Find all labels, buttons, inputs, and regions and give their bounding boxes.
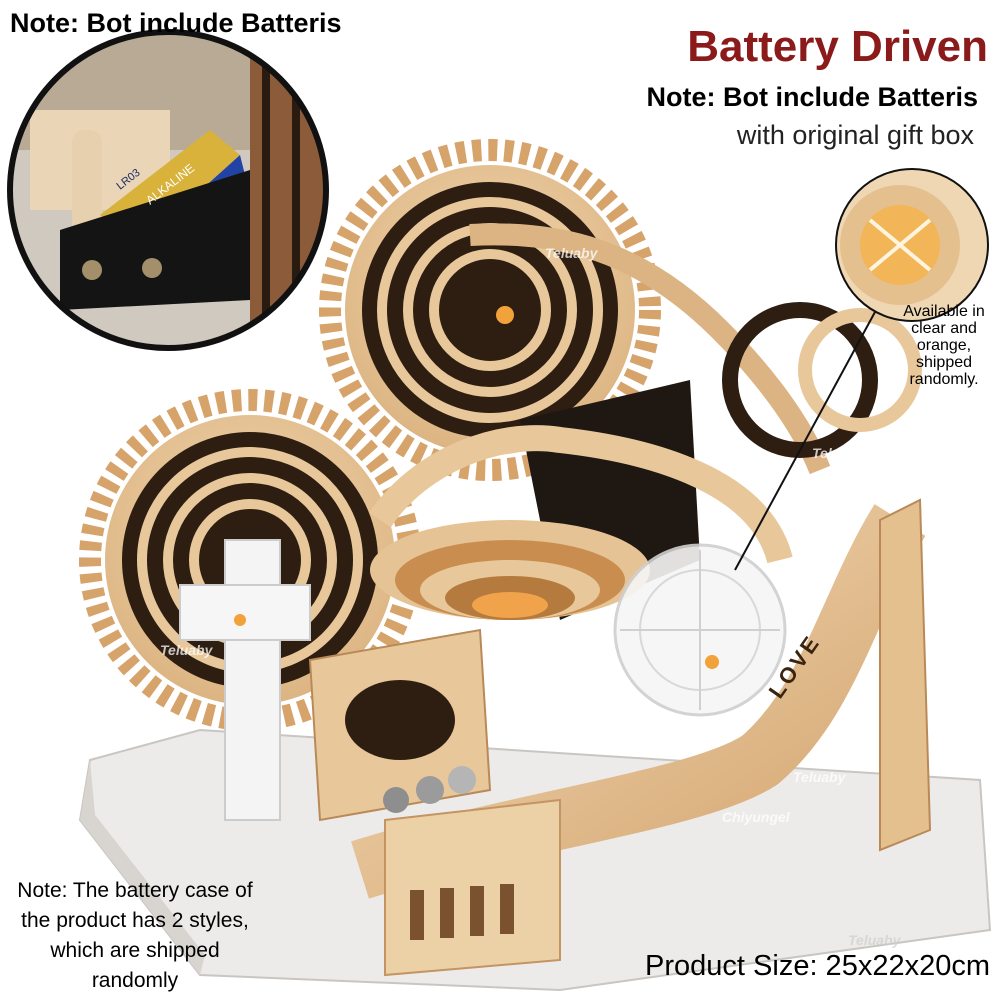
clear-waterwheel (613, 543, 787, 717)
front-block (384, 798, 561, 977)
top-note: Note: Bot include Batteris (10, 8, 342, 38)
watermark: Teluaby (848, 932, 902, 948)
spiral-funnel (370, 520, 650, 620)
gift-box-note: with original gift box (736, 120, 974, 150)
top-track (469, 223, 831, 475)
watermark: Teluaby (545, 245, 599, 261)
watermark: Teluaby (812, 445, 866, 461)
battery-case-note: Note: The battery case of the product ha… (17, 879, 253, 992)
steel-marbles (383, 766, 476, 813)
right-tower (879, 498, 932, 852)
watermark: Teluaby (793, 769, 847, 785)
clear-lift (179, 539, 311, 821)
availability-note: Available in clear and orange, shipped r… (903, 303, 985, 388)
watermark: Teluaby (160, 642, 214, 658)
magnifier-circle-icon (734, 168, 989, 571)
watermark: Chiyungel (722, 809, 791, 825)
arch-block (308, 628, 492, 822)
battery-inset: ALKALINE LR03 (7, 29, 329, 351)
headline: Battery Driven (687, 22, 988, 71)
sub-note: Note: Bot include Batteris (646, 82, 978, 112)
pointer-line (734, 311, 876, 571)
upper-track (369, 425, 793, 564)
product-size: Product Size: 25x22x20cm (645, 950, 990, 982)
